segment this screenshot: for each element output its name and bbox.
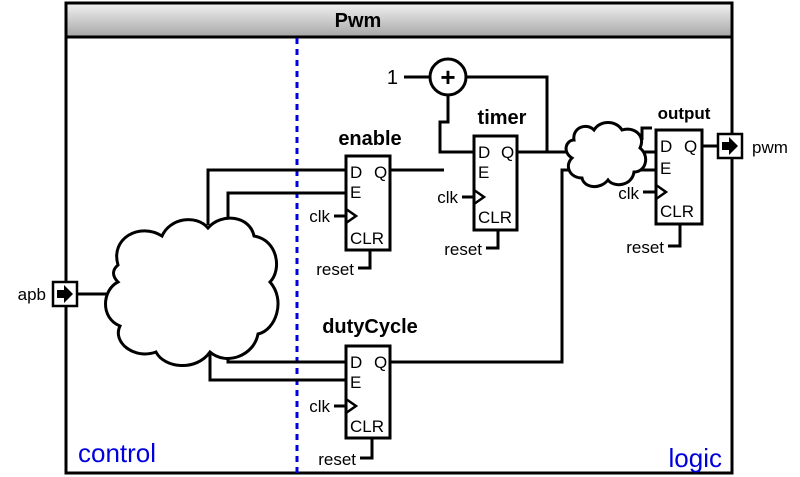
pin-e: E <box>660 159 671 178</box>
control-logic-cloud <box>104 216 280 367</box>
pin-clr: CLR <box>660 202 694 221</box>
port-label: apb <box>18 285 46 304</box>
pin-d: D <box>350 163 362 182</box>
register-enable: enable D Q E CLR clk reset <box>309 128 401 279</box>
output-logic-cloud <box>564 121 648 188</box>
reset-label: reset <box>444 240 482 259</box>
pin-clr: CLR <box>350 417 384 436</box>
pin-q: Q <box>374 353 387 372</box>
port-label: pwm <box>752 138 788 157</box>
pin-d: D <box>660 137 672 156</box>
register-box <box>472 134 519 232</box>
arrow-right-icon <box>722 137 738 155</box>
pin-clr: CLR <box>350 229 384 248</box>
module-header <box>64 1 734 39</box>
module-title: Pwm <box>335 10 382 32</box>
clock-triangle <box>473 188 487 206</box>
register-box <box>654 128 704 226</box>
clock-triangle <box>655 183 669 201</box>
reset-label: reset <box>316 260 354 279</box>
clk-label: clk <box>309 207 330 226</box>
pin-q: Q <box>684 137 697 156</box>
register-box <box>344 344 392 440</box>
register-box <box>344 154 392 252</box>
register-name: output <box>658 104 711 123</box>
pin-d: D <box>478 143 490 162</box>
pin-d: D <box>350 353 362 372</box>
adder-operator: + <box>440 62 455 92</box>
reset-label: reset <box>318 450 356 469</box>
port-apb: apb <box>18 280 79 308</box>
region-label-logic: logic <box>669 443 722 473</box>
register-name: timer <box>478 107 527 129</box>
pin-e: E <box>350 183 361 202</box>
port-pwm: pwm <box>716 132 788 160</box>
wires <box>77 75 718 460</box>
register-output: output D Q E CLR clk reset <box>618 104 711 257</box>
register-timer: timer D Q E CLR clk reset <box>437 107 526 259</box>
clk-label: clk <box>618 184 639 203</box>
arrow-right-icon <box>57 285 73 303</box>
pin-e: E <box>350 373 361 392</box>
clock-triangle <box>345 397 359 415</box>
adder-operand: 1 <box>387 67 398 89</box>
register-name: enable <box>338 128 401 150</box>
register-name: dutyCycle <box>322 316 418 338</box>
adder-circle <box>428 57 468 97</box>
pin-q: Q <box>501 143 514 162</box>
register-dutycycle: dutyCycle D Q E CLR clk reset <box>309 316 418 469</box>
clk-label: clk <box>309 397 330 416</box>
clk-label: clk <box>437 188 458 207</box>
pin-clr: CLR <box>478 208 512 227</box>
pin-q: Q <box>374 163 387 182</box>
clock-triangle <box>345 207 359 225</box>
reset-label: reset <box>626 238 664 257</box>
pin-e: E <box>478 163 489 182</box>
region-label-control: control <box>78 438 156 468</box>
